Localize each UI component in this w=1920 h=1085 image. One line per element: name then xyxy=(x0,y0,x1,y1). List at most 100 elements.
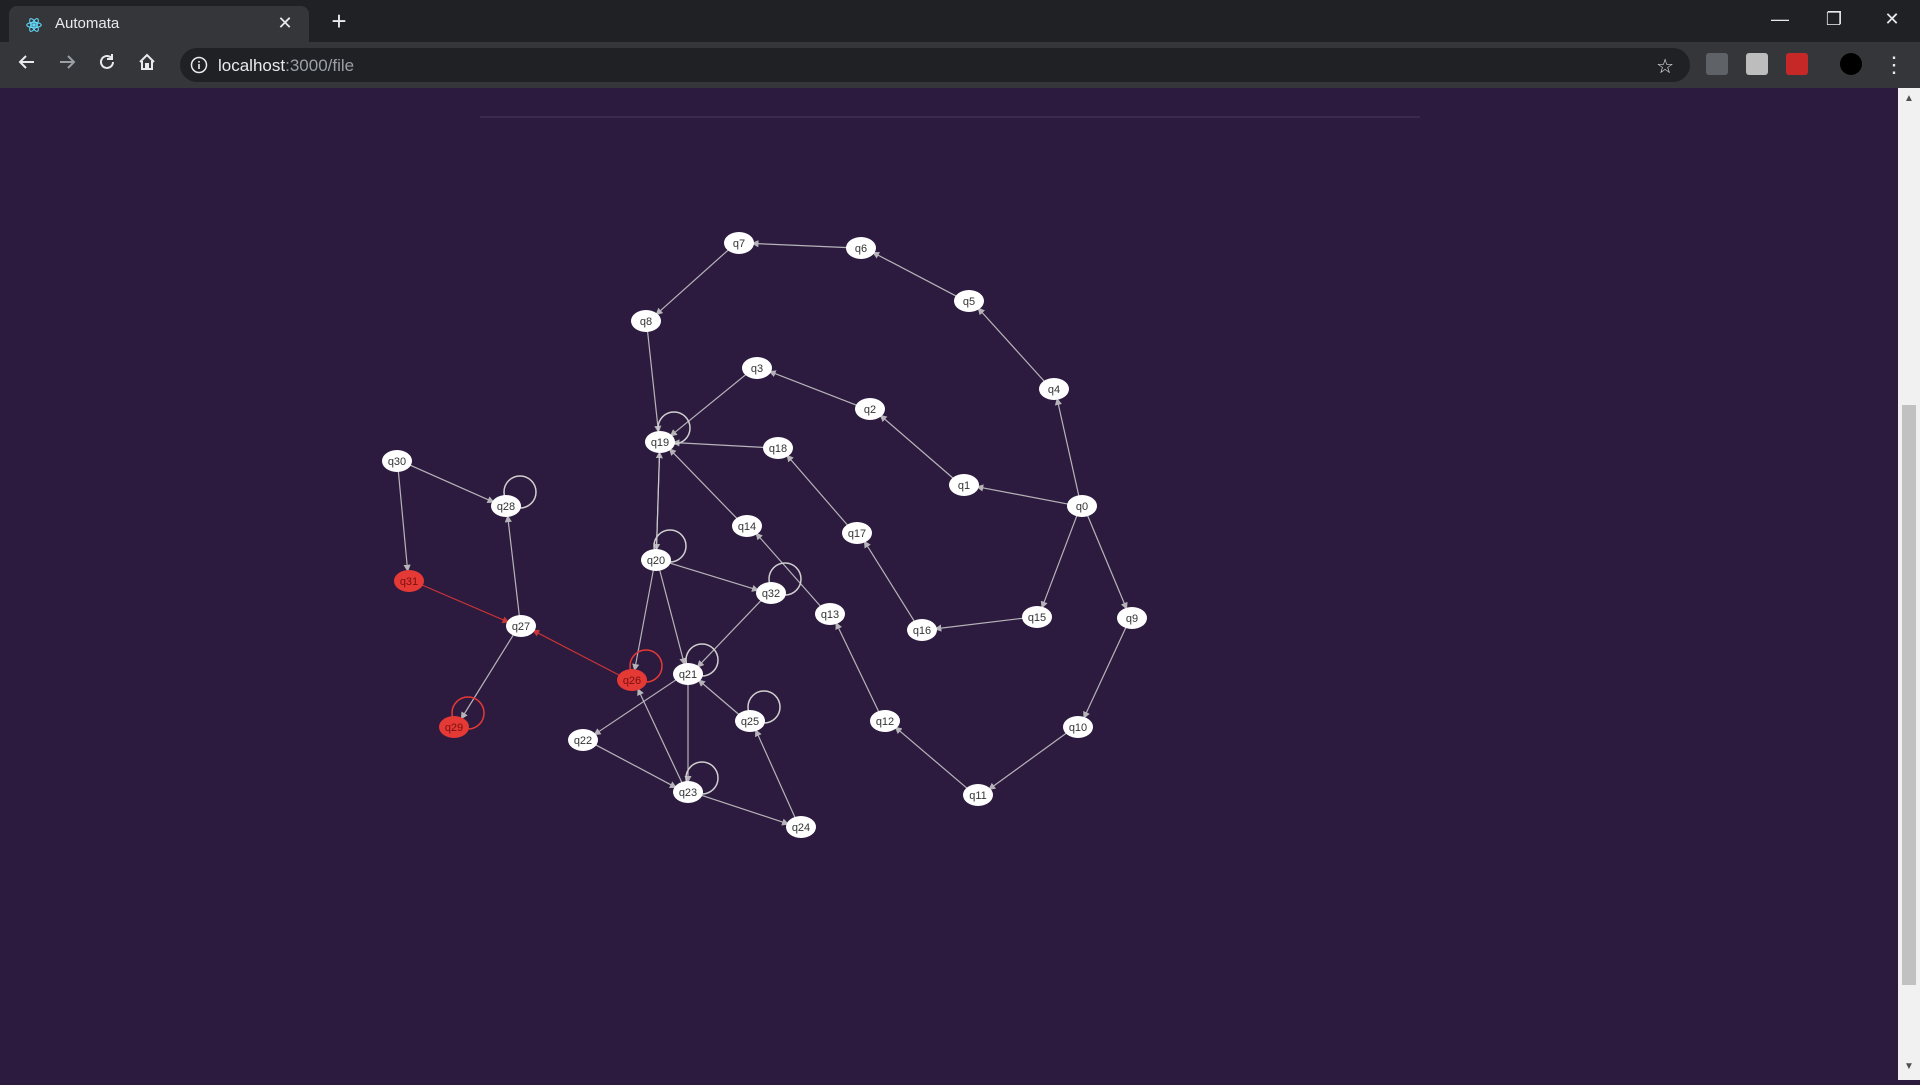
state-shape xyxy=(382,450,412,472)
forward-button[interactable] xyxy=(53,51,81,79)
state-node-q25[interactable]: q25 xyxy=(735,710,765,732)
state-label: q14 xyxy=(738,521,756,533)
state-shape xyxy=(963,784,993,806)
edge-q11-q12 xyxy=(894,726,969,790)
state-node-q2[interactable]: q2 xyxy=(855,398,885,420)
browser-tab[interactable]: Automata ✕ xyxy=(9,6,309,42)
address-bar[interactable]: localhost:3000/file ☆ xyxy=(180,48,1690,82)
state-label: q2 xyxy=(864,404,876,416)
state-node-q19[interactable]: q19 xyxy=(645,431,675,453)
state-node-q12[interactable]: q12 xyxy=(870,710,900,732)
state-node-q30[interactable]: q30 xyxy=(382,450,412,472)
state-node-q17[interactable]: q17 xyxy=(842,522,872,544)
close-window-button[interactable]: ✕ xyxy=(1884,9,1900,29)
extension-icon-2[interactable] xyxy=(1746,53,1768,75)
state-shape xyxy=(756,582,786,604)
state-label: q15 xyxy=(1028,612,1046,624)
info-icon[interactable] xyxy=(190,56,208,74)
close-tab-icon[interactable]: ✕ xyxy=(277,13,293,33)
state-node-q22[interactable]: q22 xyxy=(568,729,598,751)
edge-q20-q32 xyxy=(668,562,760,592)
edge-q20-q21 xyxy=(658,569,687,666)
scroll-up-arrow[interactable]: ▲ xyxy=(1904,93,1914,104)
edge-q20-q26 xyxy=(632,569,655,672)
state-node-q8[interactable]: q8 xyxy=(631,310,661,332)
state-node-q0[interactable]: q0 xyxy=(1067,495,1097,517)
state-shape xyxy=(949,474,979,496)
state-node-q32[interactable]: q32 xyxy=(756,582,786,604)
state-node-q4[interactable]: q4 xyxy=(1039,378,1069,400)
state-node-q3[interactable]: q3 xyxy=(742,357,772,379)
state-label: q0 xyxy=(1076,501,1088,513)
state-node-q11[interactable]: q11 xyxy=(963,784,993,806)
scroll-down-arrow[interactable]: ▼ xyxy=(1904,1061,1914,1072)
state-label: q22 xyxy=(574,735,592,747)
edge-q20-q19 xyxy=(655,451,663,551)
restore-button[interactable]: ❐ xyxy=(1825,9,1843,29)
edge-q0-q9 xyxy=(1086,514,1128,610)
state-node-q23[interactable]: q23 xyxy=(673,781,703,803)
edge-q0-q4 xyxy=(1054,397,1080,497)
state-node-q7[interactable]: q7 xyxy=(724,232,754,254)
state-node-q6[interactable]: q6 xyxy=(846,237,876,259)
state-label: q16 xyxy=(913,625,931,637)
menu-icon[interactable]: ⋮ xyxy=(1883,52,1905,77)
tab-title: Automata xyxy=(55,15,120,32)
edge-q23-q26 xyxy=(637,688,683,784)
new-tab-button[interactable]: + xyxy=(331,6,347,36)
edge-q5-q6 xyxy=(872,251,958,298)
state-shape xyxy=(870,710,900,732)
bookmark-star-icon[interactable]: ☆ xyxy=(1656,56,1674,78)
edge-q4-q5 xyxy=(977,307,1046,383)
edge-q0-q1 xyxy=(976,484,1070,505)
react-icon xyxy=(26,18,42,32)
edge-q10-q11 xyxy=(988,731,1068,791)
state-node-q14[interactable]: q14 xyxy=(732,515,762,537)
state-node-q15[interactable]: q15 xyxy=(1022,606,1052,628)
url-text[interactable]: localhost:3000/file xyxy=(218,56,354,76)
state-node-q31[interactable]: q31 xyxy=(394,570,424,592)
minimize-button[interactable]: — xyxy=(1771,9,1789,29)
extension-icon-1[interactable] xyxy=(1706,53,1728,75)
profile-avatar[interactable] xyxy=(1840,53,1862,75)
scrollbar-thumb[interactable] xyxy=(1902,405,1916,985)
state-label: q32 xyxy=(762,588,780,600)
edge-q9-q10 xyxy=(1083,626,1127,719)
reload-icon xyxy=(100,54,114,69)
edge-q31-q27 xyxy=(420,584,510,624)
page-content: q0 q1 q2 q3 q4 q5 q6 q7 q8 q9 q10 q11 q12 q13 q14 q15 q1… xyxy=(0,88,1898,1080)
state-label: q13 xyxy=(821,609,839,621)
state-node-q26[interactable]: q26 xyxy=(617,669,647,691)
state-node-q5[interactable]: q5 xyxy=(954,290,984,312)
state-label: q30 xyxy=(388,456,406,468)
edge-q30-q28 xyxy=(408,464,495,503)
home-button[interactable] xyxy=(133,51,161,79)
state-label: q26 xyxy=(623,675,641,687)
state-label: q27 xyxy=(512,621,530,633)
state-label: q17 xyxy=(848,528,866,540)
state-node-q24[interactable]: q24 xyxy=(786,816,816,838)
state-shape xyxy=(617,669,647,691)
edge-q22-q23 xyxy=(594,743,677,789)
state-label: q12 xyxy=(876,716,894,728)
edge-q24-q25 xyxy=(755,729,796,819)
state-node-q27[interactable]: q27 xyxy=(506,615,536,637)
back-button[interactable] xyxy=(13,51,41,79)
state-node-q13[interactable]: q13 xyxy=(815,603,845,625)
state-node-q20[interactable]: q20 xyxy=(641,549,671,571)
reload-button[interactable] xyxy=(93,51,121,79)
extension-icon-3[interactable] xyxy=(1786,53,1808,75)
state-label: q28 xyxy=(497,501,515,513)
state-node-q1[interactable]: q1 xyxy=(949,474,979,496)
state-shape xyxy=(491,495,521,517)
state-label: q4 xyxy=(1048,384,1060,396)
state-node-q29[interactable]: q29 xyxy=(439,716,469,738)
state-node-q16[interactable]: q16 xyxy=(907,619,937,641)
state-node-q21[interactable]: q21 xyxy=(673,663,703,685)
state-node-q28[interactable]: q28 xyxy=(491,495,521,517)
state-node-q18[interactable]: q18 xyxy=(763,437,793,459)
state-shape xyxy=(742,357,772,379)
state-node-q9[interactable]: q9 xyxy=(1117,607,1147,629)
edge-q16-q17 xyxy=(863,540,916,623)
state-node-q10[interactable]: q10 xyxy=(1063,716,1093,738)
